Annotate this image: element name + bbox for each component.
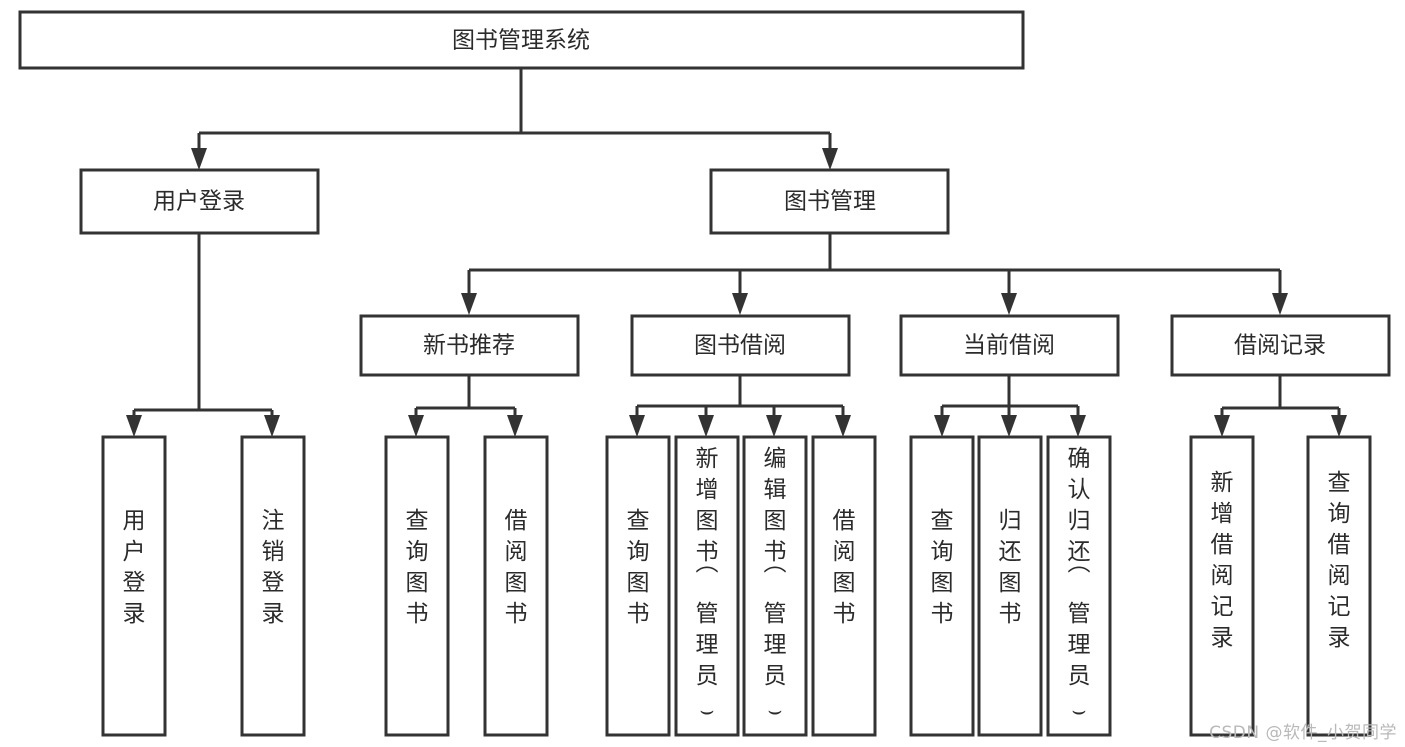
node-leaf-return-book-label: 归还图书 — [999, 508, 1022, 627]
node-leaf-return-book-box[interactable] — [977, 435, 1043, 737]
node-book-manage-box[interactable] — [709, 168, 950, 235]
node-leaf-borrow-book-2[interactable]: 借阅图书 — [811, 435, 877, 737]
arrowhead-leaf-borrow-book-1 — [507, 415, 523, 437]
node-root-label: 图书管理系统 — [452, 28, 590, 54]
connector-group — [126, 68, 1347, 437]
node-leaf-logout-box[interactable] — [240, 435, 306, 737]
node-book-borrow[interactable]: 图书借阅 — [630, 314, 851, 377]
node-leaf-edit-book-label: 编辑图书⌒管理员⌣ — [764, 446, 787, 724]
node-new-book-recommend[interactable]: 新书推荐 — [359, 314, 580, 377]
arrowhead-leaf-confirm-return — [1070, 415, 1086, 437]
node-leaf-add-book[interactable]: 新增图书⌒管理员⌣ — [674, 435, 740, 737]
node-leaf-add-record-label: 新增借阅记录 — [1211, 470, 1234, 651]
arrowhead-leaf-query-record — [1331, 415, 1347, 437]
node-leaf-query-book-2-label: 查询图书 — [627, 508, 650, 627]
node-user-login-box[interactable] — [79, 168, 320, 235]
node-user-login[interactable]: 用户登录 — [79, 168, 320, 235]
node-leaf-add-record-box[interactable] — [1189, 435, 1255, 737]
node-leaf-user-login-label: 用户登录 — [123, 508, 146, 627]
arrowhead-leaf-logout — [264, 415, 280, 437]
arrowhead-leaf-user-login — [126, 415, 142, 437]
node-current-borrow[interactable]: 当前借阅 — [899, 314, 1120, 377]
node-leaf-query-record[interactable]: 查询借阅记录 — [1306, 435, 1372, 737]
node-book-manage-label: 图书管理 — [784, 189, 876, 215]
node-leaf-query-book-1-box[interactable] — [384, 435, 450, 737]
node-book-manage[interactable]: 图书管理 — [709, 168, 950, 235]
arrowhead-leaf-add-record — [1214, 415, 1230, 437]
arrowhead-current-borrow — [1001, 293, 1017, 315]
node-leaf-query-book-3-label: 查询图书 — [931, 508, 954, 627]
node-borrow-record[interactable]: 借阅记录 — [1170, 314, 1391, 377]
node-leaf-query-book-1[interactable]: 查询图书 — [384, 435, 450, 737]
node-leaf-query-book-2[interactable]: 查询图书 — [605, 435, 671, 737]
node-leaf-edit-book-box[interactable] — [742, 435, 808, 737]
node-book-borrow-box[interactable] — [630, 314, 851, 377]
arrowhead-leaf-edit-book — [766, 415, 782, 437]
node-leaf-query-record-label: 查询借阅记录 — [1328, 470, 1351, 651]
node-leaf-logout[interactable]: 注销登录 — [240, 435, 306, 737]
node-borrow-record-box[interactable] — [1170, 314, 1391, 377]
node-leaf-query-book-1-label: 查询图书 — [406, 508, 429, 627]
arrowhead-leaf-query-book-2 — [629, 415, 645, 437]
node-leaf-add-book-box[interactable] — [674, 435, 740, 737]
node-current-borrow-label: 当前借阅 — [963, 333, 1055, 359]
arrowhead-borrow-record — [1272, 293, 1288, 315]
node-leaf-logout-label: 注销登录 — [262, 508, 285, 627]
node-new-book-recommend-box[interactable] — [359, 314, 580, 377]
node-new-book-recommend-label: 新书推荐 — [423, 333, 515, 359]
node-leaf-confirm-return-box[interactable] — [1046, 435, 1112, 737]
node-leaf-query-book-3-box[interactable] — [909, 435, 975, 737]
arrowhead-book-manage — [822, 148, 838, 170]
node-leaf-return-book[interactable]: 归还图书 — [977, 435, 1043, 737]
arrowhead-leaf-add-book — [698, 415, 714, 437]
arrowhead-leaf-borrow-book-2 — [835, 415, 851, 437]
node-leaf-add-record[interactable]: 新增借阅记录 — [1189, 435, 1255, 737]
node-user-login-label: 用户登录 — [153, 189, 245, 215]
node-leaf-borrow-book-1-label: 借阅图书 — [505, 508, 528, 627]
node-leaf-query-record-box[interactable] — [1306, 435, 1372, 737]
arrowhead-leaf-return-book — [1001, 415, 1017, 437]
node-leaf-borrow-book-2-box[interactable] — [811, 435, 877, 737]
node-leaf-add-book-label: 新增图书⌒管理员⌣ — [696, 446, 719, 724]
node-leaf-borrow-book-1-box[interactable] — [483, 435, 549, 737]
arrowhead-leaf-query-book-1 — [408, 415, 424, 437]
node-leaf-borrow-book-1[interactable]: 借阅图书 — [483, 435, 549, 737]
node-leaf-user-login-box[interactable] — [101, 435, 167, 737]
arrowhead-new-book-recommend — [461, 293, 477, 315]
node-leaf-query-book-3[interactable]: 查询图书 — [909, 435, 975, 737]
node-leaf-query-book-2-box[interactable] — [605, 435, 671, 737]
arrowhead-user-login — [191, 148, 207, 170]
node-leaf-confirm-return-label: 确认归还⌒管理员⌣ — [1068, 446, 1091, 724]
node-book-borrow-label: 图书借阅 — [694, 333, 786, 359]
node-current-borrow-box[interactable] — [899, 314, 1120, 377]
node-root[interactable]: 图书管理系统 — [18, 10, 1025, 70]
arrowhead-book-borrow — [732, 293, 748, 315]
node-leaf-confirm-return[interactable]: 确认归还⌒管理员⌣ — [1046, 435, 1112, 737]
node-leaf-edit-book[interactable]: 编辑图书⌒管理员⌣ — [742, 435, 808, 737]
node-leaf-borrow-book-2-label: 借阅图书 — [833, 508, 856, 627]
arrowhead-leaf-query-book-3 — [934, 415, 950, 437]
node-root-box[interactable] — [18, 10, 1025, 70]
node-leaf-user-login[interactable]: 用户登录 — [101, 435, 167, 737]
node-borrow-record-label: 借阅记录 — [1234, 333, 1326, 359]
